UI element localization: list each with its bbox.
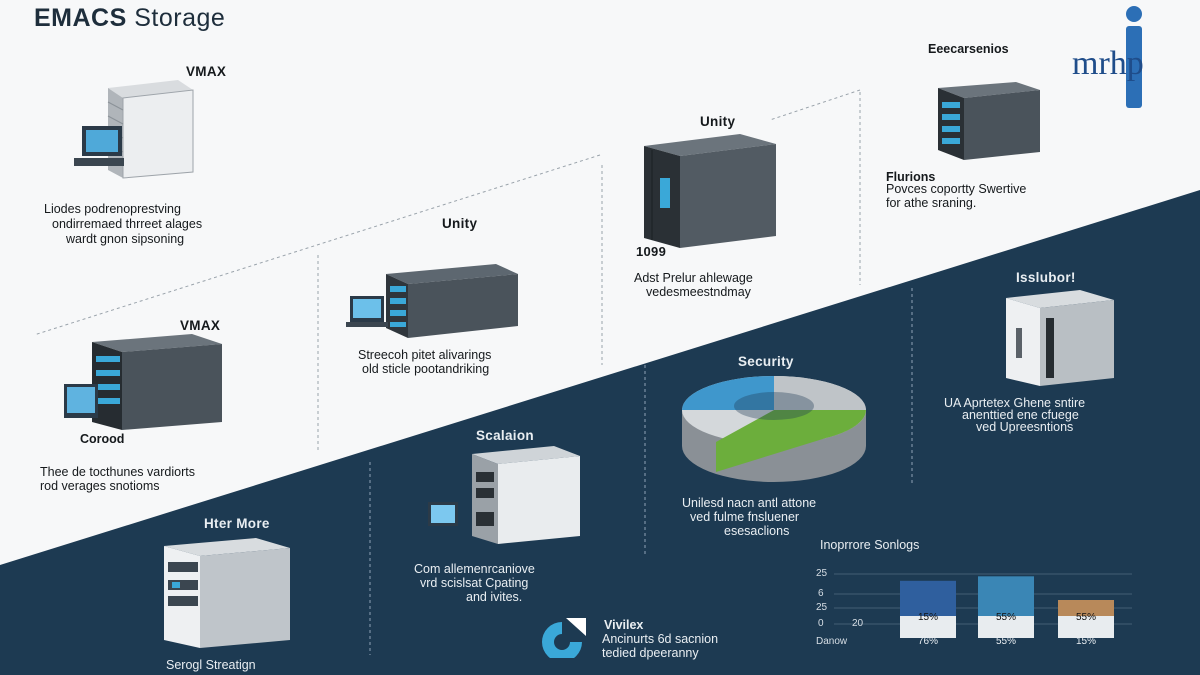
isslubor-desc-2: anenttied ene cfuege [962,408,1079,422]
scalation-label: Scalaion [476,428,534,443]
server-tower-icon [74,80,194,179]
unity-mid-label: Unity [442,216,478,231]
unity-mid-desc-1: Streecoh pitet alivarings [358,348,492,362]
bar-top-label: 55% [995,612,1016,623]
bar-bottom-label: 55% [995,636,1016,647]
unity-top-desc-1: Adst Prelur ahlewage [634,271,753,285]
eecoar-sub: Flurions [886,170,936,184]
unity-top-label: Unity [700,114,736,129]
eecoar-desc-1: Povces coportty Swertive [886,182,1027,196]
vmax-left-sub: Corood [80,432,125,446]
donut-chart-icon [542,618,586,658]
isslubor-desc-1: UA Aprtetex Ghene sntire [944,396,1086,410]
vivilex-desc-2: tedied dpeeranny [602,646,699,660]
y-tick-label: 6 [818,588,824,599]
vmax-left-desc-1: Thee de tocthunes vardiorts [40,465,195,479]
eecoar-label: Eeecarsenios [928,42,1009,56]
chart-title: Inoprrore Sonlogs [820,538,920,552]
unity-top-desc-2: vedesmeestndmay [646,285,751,299]
bar-base-2 [978,616,1034,638]
rack-server-icon [64,334,222,430]
bar-bottom-label: 15% [1075,636,1096,647]
connector-line [33,154,601,336]
y-tick-label: 0 [818,618,824,629]
unity-top-number: 1099 [636,244,667,259]
x-axis-label: Danow [816,636,848,647]
x-tick-label: 20 [852,618,864,629]
mrhp-logo: mrhp [1072,6,1144,108]
unity-mid-desc-2: old sticle pootandriking [362,362,490,376]
security-desc-3: esesaclions [724,524,790,538]
svg-text:mrhp: mrhp [1072,45,1144,82]
vmax-top-desc-1: Liodes podrenoprestving [44,202,181,216]
navy-band [0,190,1200,675]
bar-3 [1058,600,1114,616]
storage-cabinet-icon [644,134,776,248]
isslubor-label: Isslubor! [1016,270,1076,285]
y-tick-label: 25 [816,602,828,613]
hter-more-sub: Serogl Streatign [166,658,256,672]
vmax-top-desc-3: wardt gnon sipsoning [66,232,185,246]
server-tower-icon [164,538,290,648]
connector-line [769,89,861,121]
bar-top-label: 55% [1075,612,1096,623]
scalation-desc-2: vrd scislsat Cpating [420,576,529,590]
security-desc-2: ved fulme fnsluener [690,510,800,524]
bar-top-label: 15% [917,612,938,623]
server-tower-icon [1006,290,1114,386]
eecoar-desc-2: for athe sraning. [886,196,977,210]
security-desc-1: Unilesd nacn antl attone [682,496,817,510]
page-title: EMACS Storage [34,4,226,32]
bar-base-1 [900,616,956,638]
bar-bottom-label: 76% [917,636,938,647]
security-label: Security [738,354,794,369]
vmax-top-desc-2: ondirremaed thrreet alages [52,217,203,231]
vivilex-desc-1: Ancinurts 6d sacnion [602,632,719,646]
vmax-left-desc-2: rod verages snotioms [40,479,160,493]
scalation-desc-3: and ivites. [466,590,523,604]
pie-chart-icon [682,376,866,482]
bar-base-3 [1058,616,1114,638]
vmax-top-label: VMAX [186,64,227,79]
bar-2 [978,576,1034,616]
scalation-desc-1: Com allemenrcaniove [414,562,535,576]
rack-server-icon [346,264,518,338]
isslubor-desc-3: ved Upreesntions [976,420,1074,434]
vmax-left-label: VMAX [180,318,221,333]
hter-more-label: Hter More [204,516,270,531]
server-tower-icon [428,446,580,544]
bar-1 [900,580,956,616]
bar-chart [834,573,1132,638]
vivilex-title: Vivilex [604,618,644,632]
y-tick-label: 25 [816,568,828,579]
rack-server-icon [938,82,1040,160]
